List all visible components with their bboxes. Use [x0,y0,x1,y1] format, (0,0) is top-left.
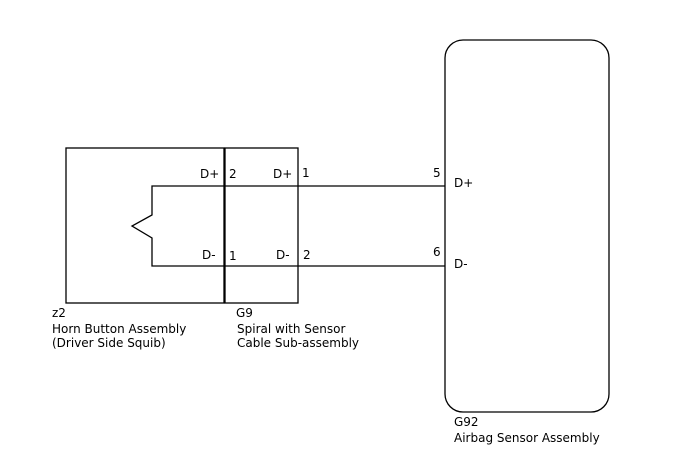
z2-pin-d-minus-label: D- [202,248,216,262]
g9-pin-d-minus-label: D- [276,248,290,262]
g9-pin-d-plus-number: 1 [302,166,310,180]
z2-name-line1: Horn Button Assembly [52,322,186,336]
squib-symbol [130,185,224,267]
z2-pin-d-plus-label: D+ [200,167,219,181]
g92-pin-d-plus-number: 5 [433,166,441,180]
g9-pin-d-minus-number: 2 [303,248,311,262]
horn-button-assembly-box [65,147,225,304]
z2-pin-d-plus-number: 2 [229,167,237,181]
spiral-cable-box [224,147,299,304]
airbag-sensor-assembly-box [444,39,610,413]
g9-name-line2: Cable Sub-assembly [237,336,359,350]
z2-pin-d-minus-number: 1 [229,249,237,263]
g92-pin-d-plus-label: D+ [454,176,473,190]
z2-name-line2: (Driver Side Squib) [52,336,166,350]
g9-code: G9 [236,306,253,320]
g92-pin-d-minus-number: 6 [433,245,441,259]
g9-pin-d-plus-label: D+ [273,167,292,181]
g9-name-line1: Spiral with Sensor [237,322,345,336]
z2-code: z2 [52,306,66,320]
g92-pin-d-minus-label: D- [454,257,468,271]
g92-name-line1: Airbag Sensor Assembly [454,431,600,445]
g92-code: G92 [454,415,479,429]
